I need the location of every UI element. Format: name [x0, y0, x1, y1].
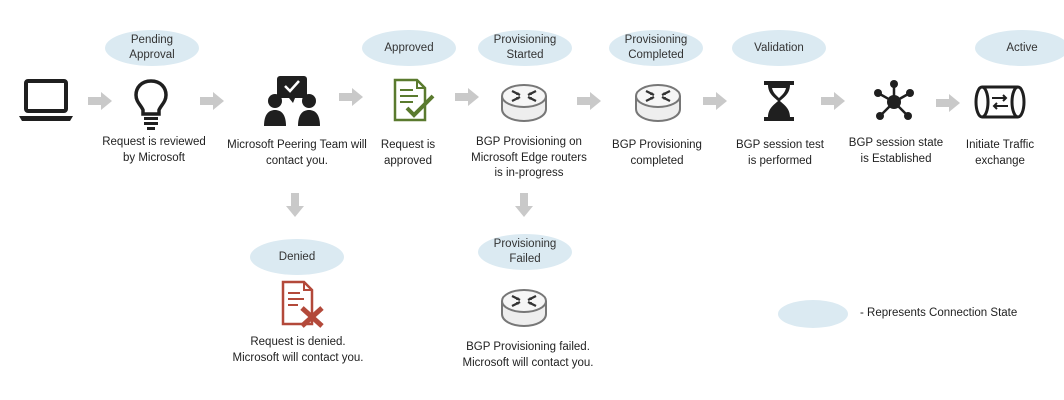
router-icon: [633, 82, 683, 124]
document-x-icon: [280, 280, 326, 328]
legend-label: - Represents Connection State: [860, 307, 1018, 319]
network-hub-icon: [872, 80, 916, 124]
flow-arrow-right: [200, 92, 224, 110]
state-approved: Approved: [362, 30, 456, 66]
state-provisioning-completed: Provisioning Completed: [609, 30, 703, 66]
caption-initiate-traffic: Initiate Traffic exchange: [965, 139, 1035, 167]
flow-arrow-right: [455, 88, 479, 106]
flow-arrow-down: [515, 193, 533, 217]
state-denied: Denied: [250, 239, 344, 275]
caption-provisioning-completed: BGP Provisioning completed: [612, 139, 702, 167]
flow-arrow-right: [703, 92, 727, 110]
flow-arrow-right: [936, 94, 960, 112]
state-provisioning-started: Provisioning Started: [478, 30, 572, 66]
flow-arrow-right: [88, 92, 112, 110]
flow-arrow-right: [339, 88, 363, 106]
state-pending-approval: Pending Approval: [105, 30, 199, 66]
router-icon: [499, 82, 549, 124]
legend-state-swatch: [778, 300, 848, 328]
state-validation: Validation: [732, 30, 826, 66]
caption-request-approved: Request is approved: [380, 139, 436, 167]
flow-arrow-right: [821, 92, 845, 110]
flow-arrow-down: [286, 193, 304, 217]
laptop-icon: [18, 78, 74, 124]
caption-provisioning-in-progress: BGP Provisioning on Microsoft Edge route…: [471, 136, 587, 179]
document-checkmark-icon: [391, 78, 437, 124]
caption-session-test: BGP session test is performed: [736, 139, 824, 167]
router-icon: [499, 287, 549, 329]
flow-arrow-right: [577, 92, 601, 110]
caption-request-reviewed: Request is reviewed by Microsoft: [102, 136, 206, 164]
hourglass-icon: [762, 80, 796, 122]
meeting-team-icon: [263, 74, 321, 126]
caption-session-established: BGP session state is Established: [848, 137, 944, 165]
caption-peering-team: Microsoft Peering Team will contact you.: [227, 139, 367, 167]
lightbulb-icon: [133, 78, 169, 130]
traffic-pipe-icon: [974, 84, 1026, 120]
state-provisioning-failed: Provisioning Failed: [478, 234, 572, 270]
caption-provisioning-failed: BGP Provisioning failed. Microsoft will …: [462, 341, 594, 369]
caption-request-denied: Request is denied. Microsoft will contac…: [232, 336, 364, 364]
state-active: Active: [975, 30, 1064, 66]
